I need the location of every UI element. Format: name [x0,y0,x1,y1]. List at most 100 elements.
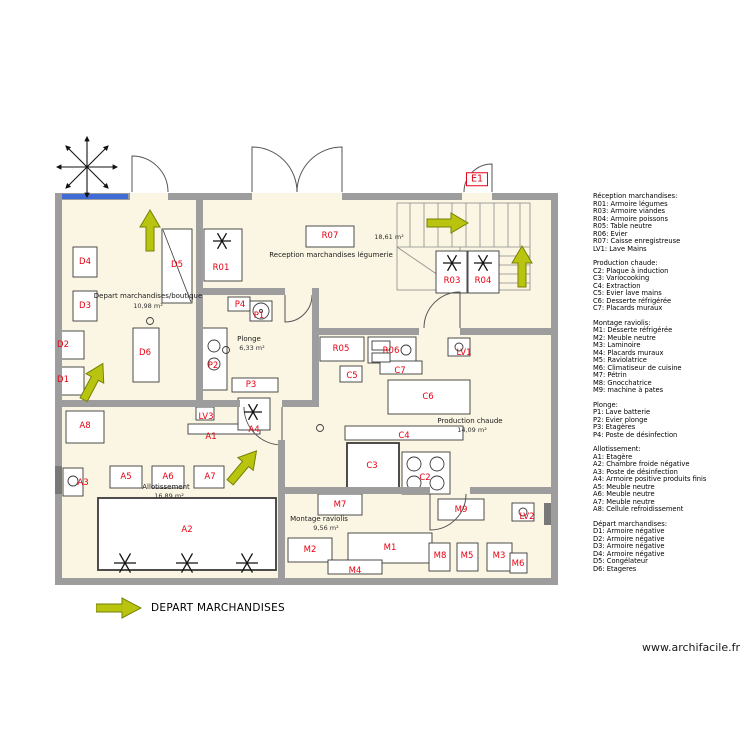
door-arc-e1 [463,163,493,193]
equipment-label-m5[interactable]: M5 [460,550,474,561]
furniture-rect[interactable] [371,352,391,363]
equipment-label-a4[interactable]: A4 [248,424,260,435]
legend-item: M7: Pétrin [593,371,627,379]
equipment-label-c3[interactable]: C3 [366,460,378,471]
equipment-label-a2[interactable]: A2 [181,524,193,535]
equipment-label-c2[interactable]: C2 [419,472,431,483]
equipment-label-p1[interactable]: P1 [253,310,265,321]
furniture-rect[interactable] [379,360,423,375]
furniture-rect[interactable] [132,327,160,383]
equipment-label-c5[interactable]: C5 [346,370,358,381]
equipment-label-lv1[interactable]: LV1 [456,347,472,358]
furniture-rect[interactable] [62,467,84,497]
furniture-rect[interactable] [193,465,225,489]
equipment-label-m9[interactable]: M9 [454,504,468,515]
equipment-label-d3[interactable]: D3 [79,300,91,311]
furniture-rect[interactable] [72,290,98,322]
equipment-label-a1[interactable]: A1 [205,431,217,442]
equipment-label-r06[interactable]: R06 [382,345,400,356]
room-name[interactable]: Reception marchandises légumerie [269,251,393,259]
room-name[interactable]: Production chaude [437,417,503,425]
room-name[interactable]: Montage raviolis [290,515,348,523]
furniture-rect[interactable] [305,225,355,248]
room-name[interactable]: Depart marchandises/boutique [93,292,203,300]
fixture-circle [316,424,324,432]
equipment-label-d6[interactable]: D6 [139,347,151,358]
equipment-label-m3[interactable]: M3 [492,550,506,561]
wall-segment [168,193,252,200]
equipment-label-a6[interactable]: A6 [162,471,174,482]
wall-segment [282,400,319,407]
equipment-label-lv2[interactable]: LV2 [519,511,535,522]
furniture-rect[interactable] [72,246,98,278]
furniture-rect[interactable] [447,337,471,357]
equipment-label-m6[interactable]: M6 [511,558,525,569]
furniture-rect[interactable] [387,379,471,415]
equipment-label-d1[interactable]: D1 [57,374,69,385]
furniture-rect[interactable] [339,365,363,383]
equipment-label-r01[interactable]: R01 [212,262,230,273]
door-arc [284,294,313,323]
furniture-rect[interactable] [456,542,479,572]
watermark-link[interactable]: www.archifacile.fr [642,641,741,654]
furniture-rect[interactable] [249,300,273,322]
equipment-label-m4[interactable]: M4 [348,565,362,576]
furniture-rect[interactable] [344,425,464,441]
equipment-label-r04[interactable]: R04 [474,275,492,286]
equipment-label-p3[interactable]: P3 [245,379,257,390]
furniture-rect[interactable] [371,340,391,351]
fixture-circle [400,344,412,356]
furniture-rect[interactable] [151,465,185,489]
fixture-circle [518,507,528,517]
equipment-label-c4[interactable]: C4 [398,430,410,441]
equipment-label-d5[interactable]: D5 [171,259,183,270]
equipment-label-d2[interactable]: D2 [57,339,69,350]
equipment-label-c6[interactable]: C6 [422,391,434,402]
equipment-label-a3[interactable]: A3 [77,477,89,488]
legend-item: P1: Lave batterie [593,408,651,416]
equipment-label-lv3[interactable]: LV3 [198,411,214,422]
equipment-label-e1[interactable]: E1 [465,172,489,186]
room-area: 18,61 m² [374,233,404,241]
wall-segment [282,487,430,494]
room-area: 16,89 m² [154,492,184,500]
equipment-label-r07[interactable]: R07 [321,230,339,241]
equipment-label-r05[interactable]: R05 [332,343,350,354]
room-name[interactable]: Allotissement [142,483,190,491]
equipment-label-m8[interactable]: M8 [433,550,447,561]
furniture-rect[interactable] [287,537,333,563]
equipment-label-m7[interactable]: M7 [333,499,347,510]
furniture-rect[interactable] [109,465,143,489]
furniture-rect[interactable] [428,542,451,572]
furniture-rect[interactable] [203,228,243,282]
room-name[interactable]: Plonge [237,335,261,343]
furniture-rect[interactable] [347,532,433,564]
furniture-rect[interactable] [437,498,485,521]
furniture-rect[interactable] [435,250,468,294]
furniture-rect[interactable] [511,502,535,522]
equipment-label-p2[interactable]: P2 [207,360,219,371]
equipment-label-p4[interactable]: P4 [234,299,246,310]
fixture-circle [146,317,154,325]
furniture-rect[interactable] [327,559,383,575]
legend-item: A8: Cellule refroidissement [593,505,684,513]
equipment-label-m2[interactable]: M2 [303,544,317,555]
equipment-label-r03[interactable]: R03 [443,275,461,286]
depart-marchandises-note: DEPART MARCHANDISES [96,597,285,619]
legend-item: D2: Armoire négative [593,534,665,543]
equipment-label-d4[interactable]: D4 [79,256,91,267]
furniture-rect[interactable] [467,250,500,294]
furniture-rect[interactable] [200,327,228,391]
equipment-label-a7[interactable]: A7 [204,471,216,482]
equipment-label-a8[interactable]: A8 [79,420,91,431]
legend-section-title: Montage raviolis: [593,318,651,327]
equipment-label-a5[interactable]: A5 [120,471,132,482]
wall-segment [62,400,196,407]
equipment-label-c7[interactable]: C7 [394,365,406,376]
furniture-rect[interactable] [65,410,105,444]
furniture-rect[interactable] [509,552,528,574]
furniture-rect[interactable] [319,336,365,362]
furniture-rect[interactable] [231,377,279,393]
equipment-label-m1[interactable]: M1 [383,542,397,553]
furniture-rect[interactable] [59,330,85,360]
